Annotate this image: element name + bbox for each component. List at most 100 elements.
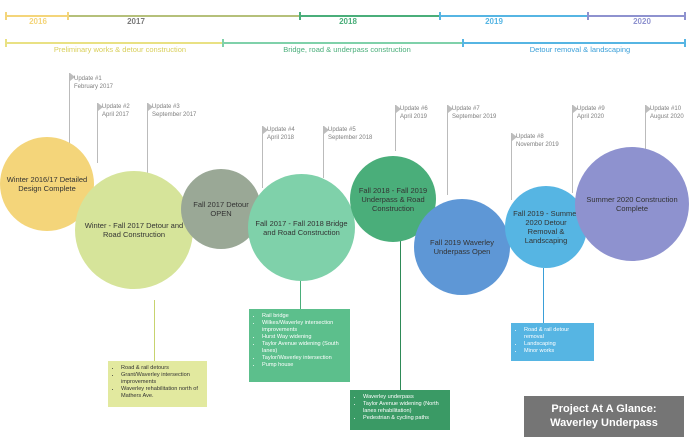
detail-item: Waverley rehabilitation north of Mathers… xyxy=(121,386,203,400)
detail-item: Road & rail detours xyxy=(121,365,203,372)
connector-line xyxy=(400,240,401,390)
milestone-underpass-open: Fall 2019 Waverley Underpass Open xyxy=(414,199,510,295)
year-tick xyxy=(5,12,7,20)
project-title-plate: Project At A Glance: Waverley Underpass xyxy=(524,396,684,437)
milestone-bridge-road-construction: Fall 2017 - Fall 2018 Bridge and Road Co… xyxy=(248,174,355,281)
update-label: Update #7 xyxy=(452,106,480,112)
milestone-text: Fall 2017 Detour OPEN xyxy=(193,200,249,218)
update-date: September 2017 xyxy=(152,111,197,118)
detail-item: Taylor/Waverley intersection xyxy=(262,355,346,362)
year-line-2018 xyxy=(300,15,440,17)
milestone-detour-removal-landscaping: Fall 2019 - Summer 2020 Detour Removal &… xyxy=(505,186,587,268)
year-tick xyxy=(587,12,589,20)
phase-line-detour-removal xyxy=(463,42,686,44)
year-line-2017 xyxy=(68,15,300,17)
update-stem xyxy=(447,105,448,195)
detail-item: Landscaping xyxy=(524,341,590,348)
year-tick xyxy=(684,12,686,20)
update-date: April 2019 xyxy=(400,113,428,120)
flag-icon xyxy=(148,103,153,111)
milestone-text: Fall 2017 - Fall 2018 Bridge and Road Co… xyxy=(255,218,348,237)
project-title-line-2: Waverley Underpass xyxy=(550,417,658,429)
connector-line xyxy=(543,268,544,324)
update-date: September 2019 xyxy=(452,113,497,120)
flag-icon xyxy=(263,126,268,134)
phase-tick xyxy=(462,39,464,47)
year-tick xyxy=(67,12,69,20)
update-date: April 2018 xyxy=(267,134,295,141)
milestone-text: Fall 2019 - Summer 2020 Detour Removal &… xyxy=(513,209,579,245)
year-line-2016 xyxy=(5,15,68,17)
connector-line xyxy=(300,278,301,310)
connector-line xyxy=(154,300,155,362)
update-date: September 2018 xyxy=(328,134,373,141)
update-date: August 2020 xyxy=(650,113,684,120)
update-label: Update #2 xyxy=(102,104,130,110)
year-tick xyxy=(299,12,301,20)
flag-icon xyxy=(396,105,401,113)
milestone-construction-complete: Summer 2020 Construction Complete xyxy=(575,147,689,261)
detail-item: Road & rail detour removal xyxy=(524,327,590,341)
detail-item: Taylor Avenue widening (North lanes reha… xyxy=(363,401,446,415)
update-stem xyxy=(262,126,263,188)
year-label-2020: 2020 xyxy=(633,17,651,26)
update-stem xyxy=(395,105,396,151)
flag-icon xyxy=(573,105,578,113)
update-stem xyxy=(147,103,148,173)
update-date: February 2017 xyxy=(74,83,114,90)
update-stem xyxy=(511,133,512,200)
phase-line-bridge xyxy=(223,42,463,44)
detail-box-bridge-construction: Rail bridge Wilkes/Waverley intersection… xyxy=(249,309,350,382)
flag-icon xyxy=(448,105,453,113)
update-label: Update #6 xyxy=(400,106,428,112)
update-label: Update #9 xyxy=(577,106,605,112)
detail-item: Rail bridge xyxy=(262,313,346,320)
update-label: Update #1 xyxy=(74,76,102,82)
detail-box-detour-removal: Road & rail detour removal Landscaping M… xyxy=(511,323,594,361)
detail-item: Hurst Way widening xyxy=(262,334,346,341)
milestone-text: Summer 2020 Construction Complete xyxy=(586,195,678,213)
phase-label-preliminary: Preliminary works & detour construction xyxy=(53,45,187,54)
year-label-2016: 2016 xyxy=(29,17,47,26)
year-label-2019: 2019 xyxy=(485,17,503,26)
project-title-line-1: Project At A Glance: xyxy=(551,403,657,415)
milestone-text: Winter 2016/17 Detailed Design Complete xyxy=(6,175,88,193)
year-label-2018: 2018 xyxy=(339,17,357,26)
flag-icon xyxy=(646,105,651,113)
update-stem xyxy=(645,105,646,155)
year-line-2019 xyxy=(440,15,588,17)
milestone-detour-open: Fall 2017 Detour OPEN xyxy=(181,169,261,249)
update-label: Update #3 xyxy=(152,104,180,110)
year-label-2017: 2017 xyxy=(127,17,145,26)
update-label: Update #4 xyxy=(267,127,295,133)
update-label: Update #5 xyxy=(328,127,356,133)
detail-item: Wilkes/Waverley intersection improvement… xyxy=(262,320,346,334)
detail-item: Pedestrian & cycling paths xyxy=(363,415,446,422)
milestone-detour-road-construction: Winter - Fall 2017 Detour and Road Const… xyxy=(75,171,193,289)
flag-icon xyxy=(324,126,329,134)
detail-item: Waverley underpass xyxy=(363,394,446,401)
detail-box-underpass-construction: Waverley underpass Taylor Avenue widenin… xyxy=(350,390,450,430)
detail-item: Grant/Waverley intersection improvements xyxy=(121,372,203,386)
update-stem xyxy=(323,126,324,178)
milestone-text: Winter - Fall 2017 Detour and Road Const… xyxy=(84,221,184,239)
flag-icon xyxy=(512,133,517,141)
flag-icon xyxy=(98,103,103,111)
update-label: Update #8 xyxy=(516,134,544,140)
detail-box-detour-construction: Road & rail detours Grant/Waverley inter… xyxy=(108,361,207,407)
update-label: Update #10 xyxy=(650,106,682,112)
update-date: April 2020 xyxy=(577,113,605,120)
flag-icon xyxy=(70,73,75,81)
detail-item: Minor works xyxy=(524,348,590,355)
update-date: April 2017 xyxy=(102,111,130,118)
